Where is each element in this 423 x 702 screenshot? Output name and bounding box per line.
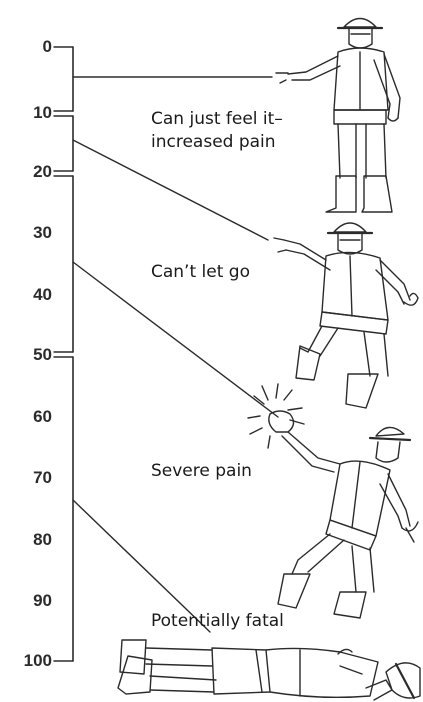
caption-line: increased pain: [151, 131, 283, 154]
scale-ticks: [54, 47, 73, 661]
worker-gripping-stiff-icon: [274, 223, 418, 408]
caption-severe-pain: Severe pain: [151, 460, 252, 483]
caption-line: Can just feel it–: [151, 108, 283, 131]
connector-lines: [73, 77, 278, 632]
connector-level-3: [73, 262, 278, 417]
connector-level-2: [73, 140, 268, 240]
caption-can-just-feel-it: Can just feel it– increased pain: [151, 108, 283, 154]
caption-line: Can’t let go: [151, 261, 250, 284]
worker-lying-down-icon: [118, 640, 420, 700]
worker-pointing-standing-icon: [276, 19, 400, 213]
caption-line: Potentially fatal: [151, 610, 284, 633]
caption-cant-let-go: Can’t let go: [151, 261, 250, 284]
worker-shocked-falling-icon: [248, 384, 418, 618]
caption-potentially-fatal: Potentially fatal: [151, 610, 284, 633]
caption-line: Severe pain: [151, 460, 252, 483]
